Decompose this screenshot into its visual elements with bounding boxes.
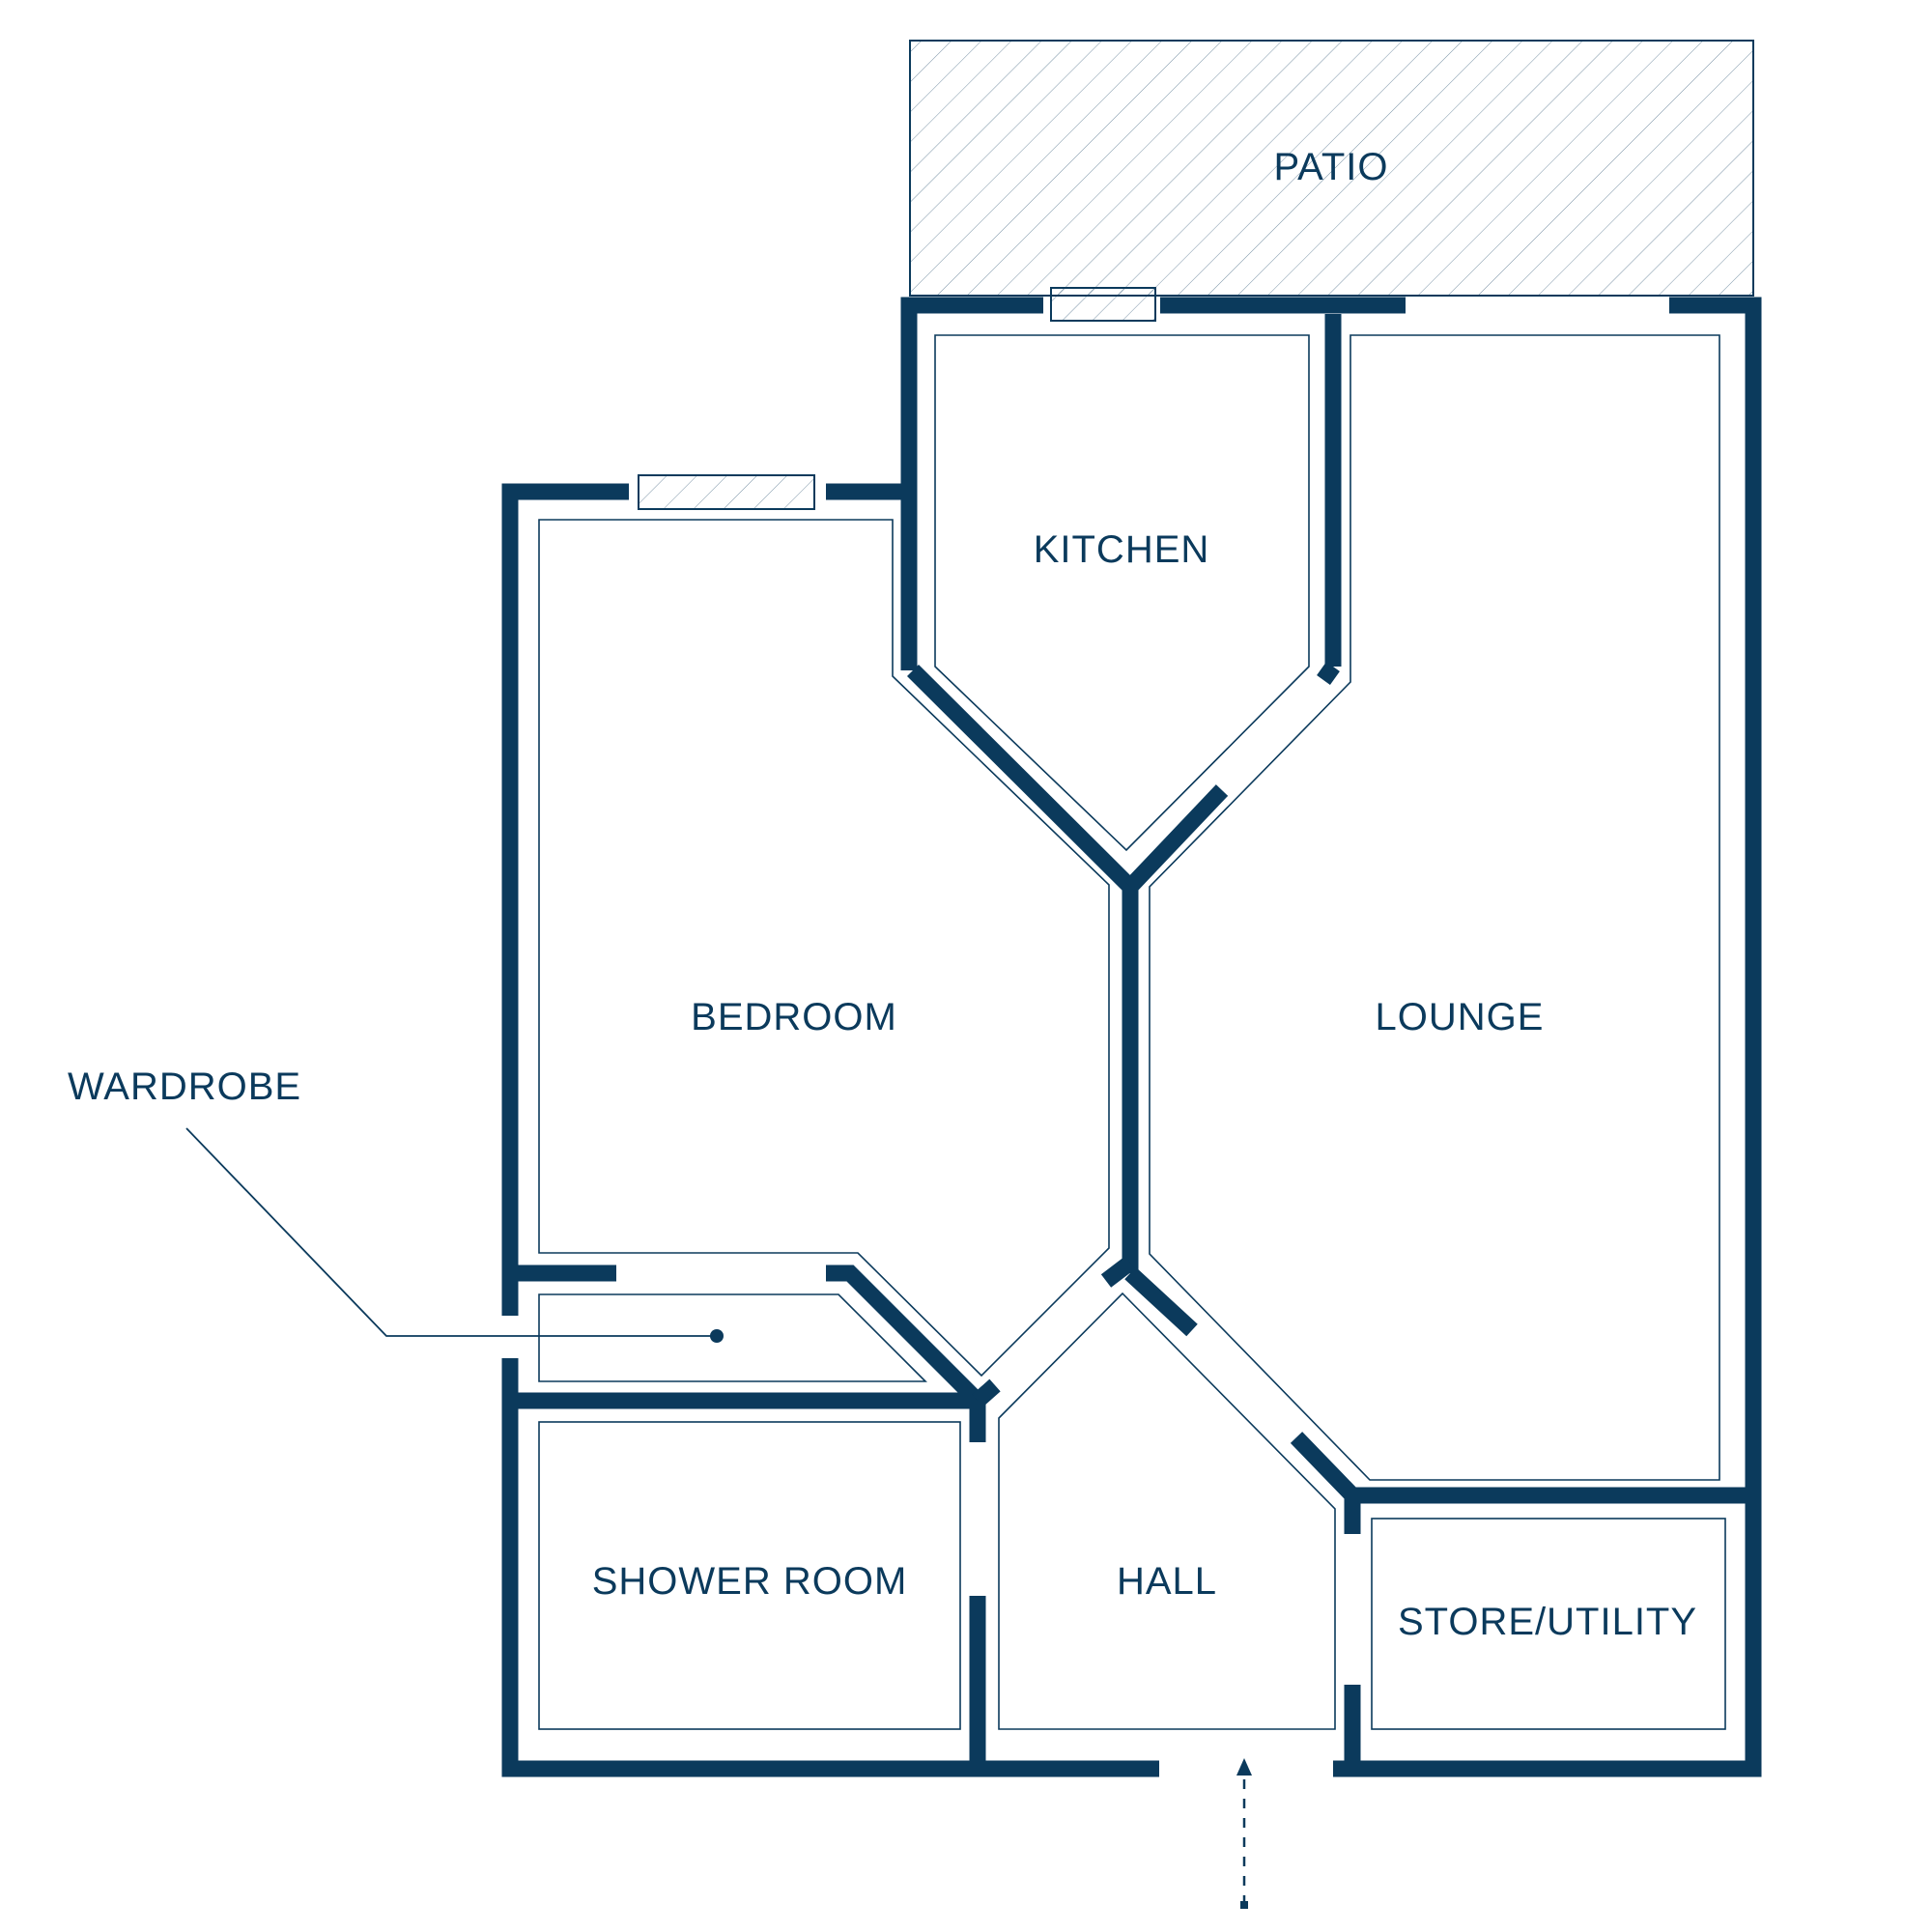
shower-room-label: SHOWER ROOM bbox=[592, 1560, 908, 1603]
hall-outline bbox=[998, 1292, 1336, 1730]
interior-walls bbox=[518, 314, 1753, 1769]
patio-label: PATIO bbox=[1273, 146, 1388, 188]
exterior-walls bbox=[501, 297, 1762, 1777]
kitchen-window bbox=[1050, 287, 1156, 322]
shower-room-outline bbox=[538, 1421, 961, 1730]
wardrobe-label: WARDROBE bbox=[68, 1065, 301, 1108]
bedroom-window bbox=[638, 474, 815, 510]
patio: PATIO bbox=[909, 40, 1754, 297]
entrance-arrow-icon bbox=[1236, 1758, 1252, 1909]
wardrobe-leader bbox=[185, 1127, 724, 1343]
kitchen-label: KITCHEN bbox=[1034, 528, 1210, 571]
hall-label: HALL bbox=[1117, 1560, 1217, 1603]
lounge-label: LOUNGE bbox=[1376, 996, 1545, 1038]
store-utility-label: STORE/UTILITY bbox=[1398, 1601, 1697, 1643]
lounge-outline bbox=[1149, 334, 1720, 1481]
store-utility-outline bbox=[1371, 1518, 1726, 1730]
room-outlines bbox=[538, 334, 1726, 1730]
kitchen-outline bbox=[934, 334, 1310, 852]
wardrobe-outline bbox=[538, 1293, 927, 1382]
bedroom-label: BEDROOM bbox=[691, 996, 897, 1038]
bedroom-outline bbox=[538, 519, 1110, 1378]
